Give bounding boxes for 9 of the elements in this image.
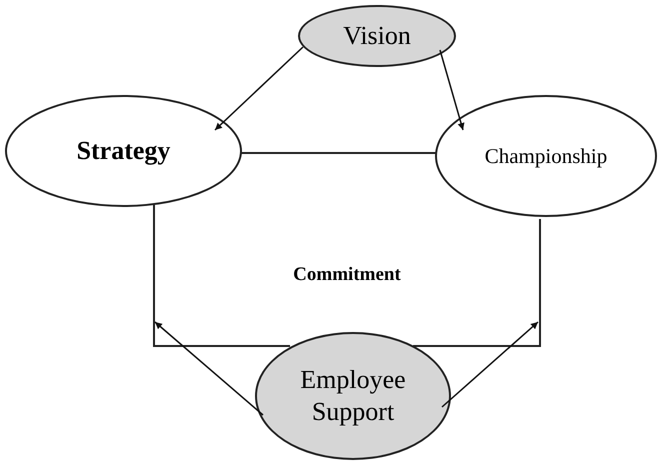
- node-label: Employee Support: [299, 364, 407, 428]
- arrow: [439, 50, 464, 130]
- arrow: [214, 46, 304, 131]
- node-label: Commitment: [292, 263, 402, 287]
- node-label: Vision: [342, 20, 412, 52]
- arrow: [154, 321, 264, 416]
- node-label: Strategy: [76, 134, 172, 167]
- node-label: Championship: [484, 142, 608, 170]
- arrow: [442, 321, 538, 408]
